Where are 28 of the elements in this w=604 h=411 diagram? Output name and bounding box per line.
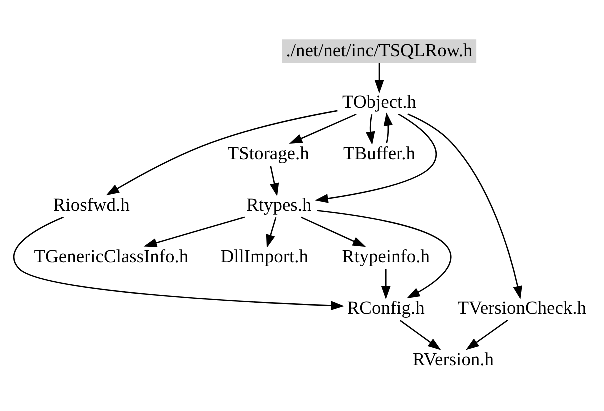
arrow bbox=[301, 216, 366, 247]
arrow bbox=[382, 268, 391, 300]
node-text: DllImport.h bbox=[220, 246, 308, 266]
arrow bbox=[315, 113, 437, 203]
arrow bbox=[270, 166, 280, 196]
node-text: Rtypeinfo.h bbox=[342, 246, 430, 266]
arrow bbox=[289, 113, 357, 144]
node-text: TBuffer.h bbox=[344, 142, 416, 163]
node-text: TVersionCheck.h bbox=[458, 297, 587, 318]
arrow bbox=[384, 112, 394, 143]
node-text: TStorage.h bbox=[228, 142, 310, 163]
arrow bbox=[466, 319, 508, 350]
node-text: Riosfwd.h bbox=[53, 194, 130, 214]
node-text: TGenericClassInfo.h bbox=[34, 246, 189, 266]
arrow bbox=[366, 114, 376, 145]
node-text: RConfig.h bbox=[347, 297, 425, 318]
arrow bbox=[144, 216, 245, 247]
arrow bbox=[106, 110, 338, 196]
arrow bbox=[374, 62, 384, 94]
node-box: ./net/net/inc/TSQLRow.h bbox=[282, 39, 477, 63]
node-text: Rtypes.h bbox=[246, 194, 312, 214]
arrow bbox=[266, 217, 277, 248]
node-text: TObject.h bbox=[342, 91, 417, 112]
arrow bbox=[400, 320, 442, 350]
arrow bbox=[317, 210, 452, 298]
arrow bbox=[408, 113, 522, 299]
node-text: RVersion.h bbox=[412, 348, 494, 369]
arrow bbox=[14, 216, 344, 310]
